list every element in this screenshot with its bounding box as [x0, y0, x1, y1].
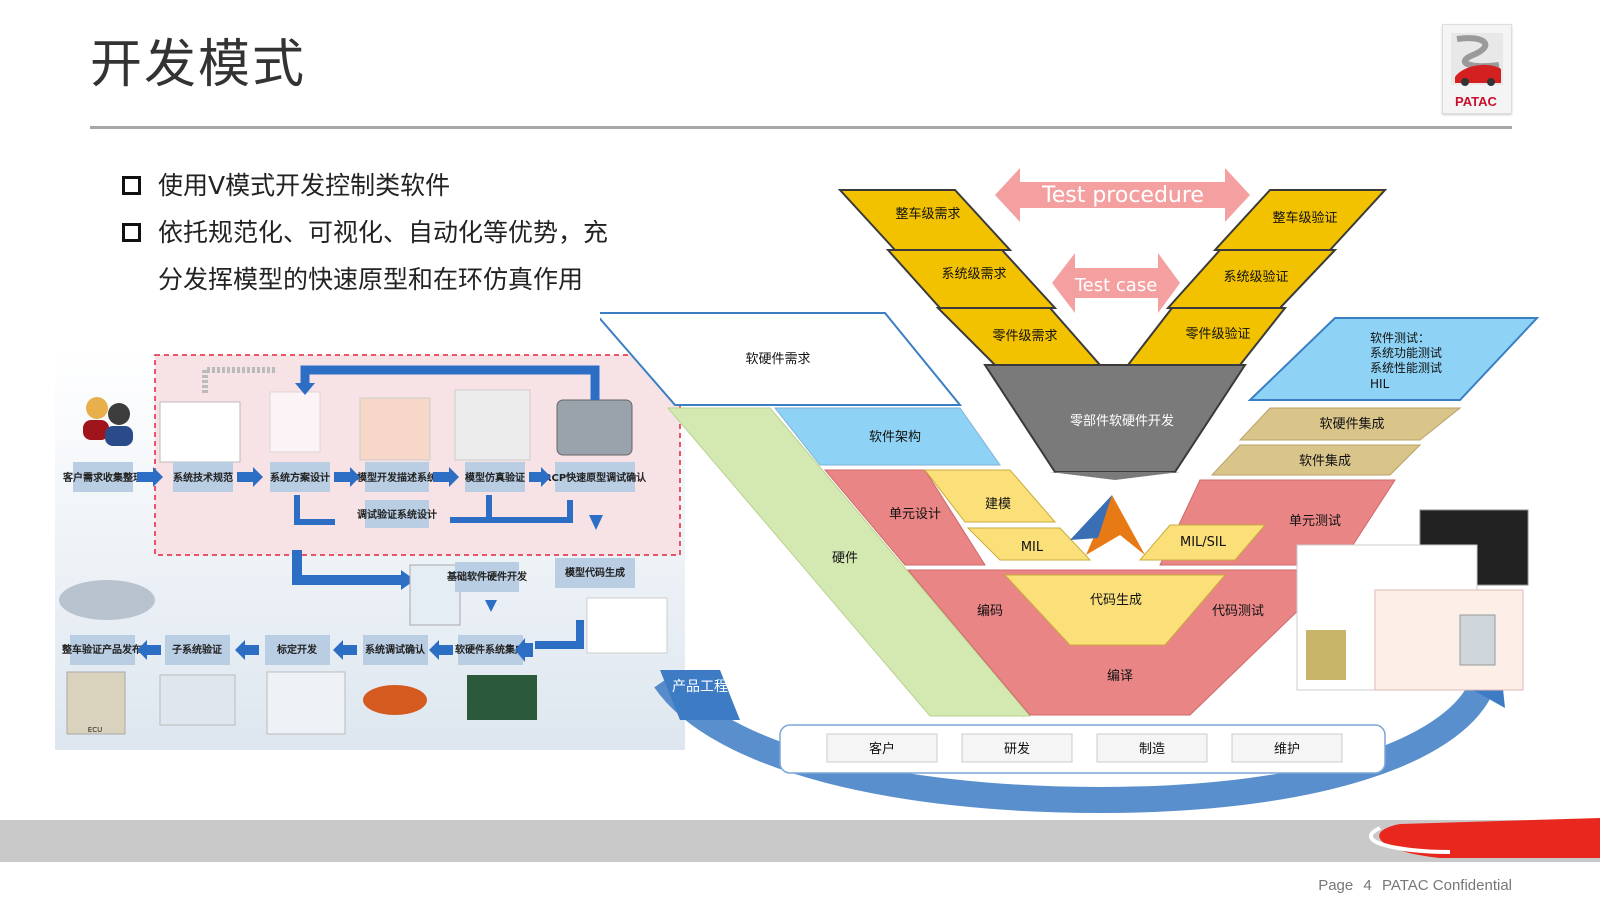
compile-label: 编译	[1107, 669, 1133, 684]
step-codegen: 模型代码生成	[565, 566, 625, 579]
bullet-text: 使用V模式开发控制类软件	[158, 171, 451, 200]
confidential-label: PATAC Confidential	[1381, 877, 1512, 894]
customer-people-icon	[83, 397, 133, 446]
bullet-square-icon	[122, 223, 141, 242]
stage-manufacturing: 制造	[1139, 742, 1165, 757]
sw-test-functional: 系统功能测试	[1370, 345, 1442, 360]
sw-test-hil: HIL	[1370, 377, 1390, 391]
sw-arch-label: 软件架构	[869, 430, 921, 445]
step-rcp: RCP快速原型调试确认	[544, 471, 647, 484]
step-calibration: 标定开发	[276, 643, 318, 656]
mil-label: MIL	[1021, 540, 1044, 555]
step-hw-sw-integration: 软硬件系统集成	[455, 643, 525, 656]
bullet-text: 依托规范化、可视化、自动化等优势，充	[158, 218, 609, 247]
step-vehicle-verify: 整车验证产品发布	[61, 643, 142, 656]
step-model-sim: 模型仿真验证	[465, 471, 525, 484]
step-customer-req: 客户需求收集整理	[62, 471, 143, 484]
matlab-logo-icon	[1070, 495, 1145, 555]
bullet-text: 分发挥模型的快速原型和在环仿真作用	[158, 265, 584, 294]
page-number: 4	[1363, 877, 1372, 894]
hardware-label: 硬件	[832, 551, 858, 566]
unit-test-label: 单元测试	[1289, 514, 1341, 529]
sw-test-performance: 系统性能测试	[1370, 360, 1442, 375]
v-center-dev: 零部件软硬件开发	[1070, 413, 1174, 429]
step-base-sw: 基础软件硬件开发	[446, 570, 528, 583]
page-label: Page	[1318, 877, 1354, 894]
patac-logo	[1442, 24, 1512, 114]
bullet-item: 依托规范化、可视化、自动化等优势，充	[122, 209, 608, 256]
logo-text: PATAC	[1455, 94, 1497, 109]
footer-text: Page 4 PATAC Confidential	[1312, 877, 1512, 894]
stage-maintenance: 维护	[1274, 742, 1300, 757]
v-top-left-3: 零件级需求	[992, 329, 1057, 344]
step-subsystem-verify: 子系统验证	[172, 643, 222, 656]
product-eng-label: 产品工程	[672, 679, 728, 695]
mil-sil-label: MIL/SIL	[1180, 535, 1227, 550]
sw-hw-req: 软硬件需求	[745, 352, 810, 367]
coding-label: 编码	[977, 604, 1003, 619]
v-top-left-2: 系统级需求	[941, 267, 1006, 282]
v-top-right-1: 整车级验证	[1272, 210, 1337, 226]
unit-design-label: 单元设计	[889, 507, 941, 522]
step-tech-spec: 系统技术规范	[173, 471, 233, 484]
sw-test-title: 软件测试：	[1370, 330, 1430, 345]
test-case-label: Test case	[1074, 275, 1158, 296]
sw-hw-integration-label: 软硬件集成	[1319, 416, 1384, 432]
stage-rnd: 研发	[1004, 741, 1030, 757]
v-top-right-2: 系统级验证	[1223, 269, 1288, 285]
v-top-right-3: 零件级验证	[1185, 326, 1250, 342]
process-flow-diagram: 客户需求收集整理 系统技术规范 系统方案设计 模型开发描述系统 模型仿真验证 R…	[55, 350, 685, 750]
v-model-diagram: 整车级需求 系统级需求 零件级需求 整车级验证 系统级验证 零件级验证 零部件软…	[592, 160, 1600, 820]
code-test-label: 代码测试	[1212, 604, 1264, 619]
step-system-debug: 系统调试确认	[365, 643, 426, 656]
sw-integration-label: 软件集成	[1299, 453, 1351, 469]
bullet-item-continued: 分发挥模型的快速原型和在环仿真作用	[122, 256, 608, 303]
modeling-label: 建模	[985, 497, 1011, 512]
footer-band	[0, 820, 1600, 862]
code-gen-label: 代码生成	[1090, 593, 1142, 608]
step-verify-design: 调试验证系统设计	[357, 508, 437, 521]
bullet-square-icon	[122, 176, 141, 195]
ecu-label: ECU	[88, 726, 102, 734]
stage-customer: 客户	[869, 741, 895, 757]
test-procedure-label: Test procedure	[1041, 183, 1204, 208]
slide-title: 开发模式	[90, 35, 307, 95]
step-model-dev: 模型开发描述系统	[357, 471, 437, 484]
footer-swoosh	[1360, 818, 1600, 864]
bullet-list: 使用V模式开发控制类软件 依托规范化、可视化、自动化等优势，充 分发挥模型的快速…	[122, 162, 608, 303]
bullet-item: 使用V模式开发控制类软件	[122, 162, 608, 209]
v-top-left-1: 整车级需求	[895, 206, 960, 222]
title-divider	[90, 126, 1512, 129]
step-system-design: 系统方案设计	[270, 471, 330, 484]
